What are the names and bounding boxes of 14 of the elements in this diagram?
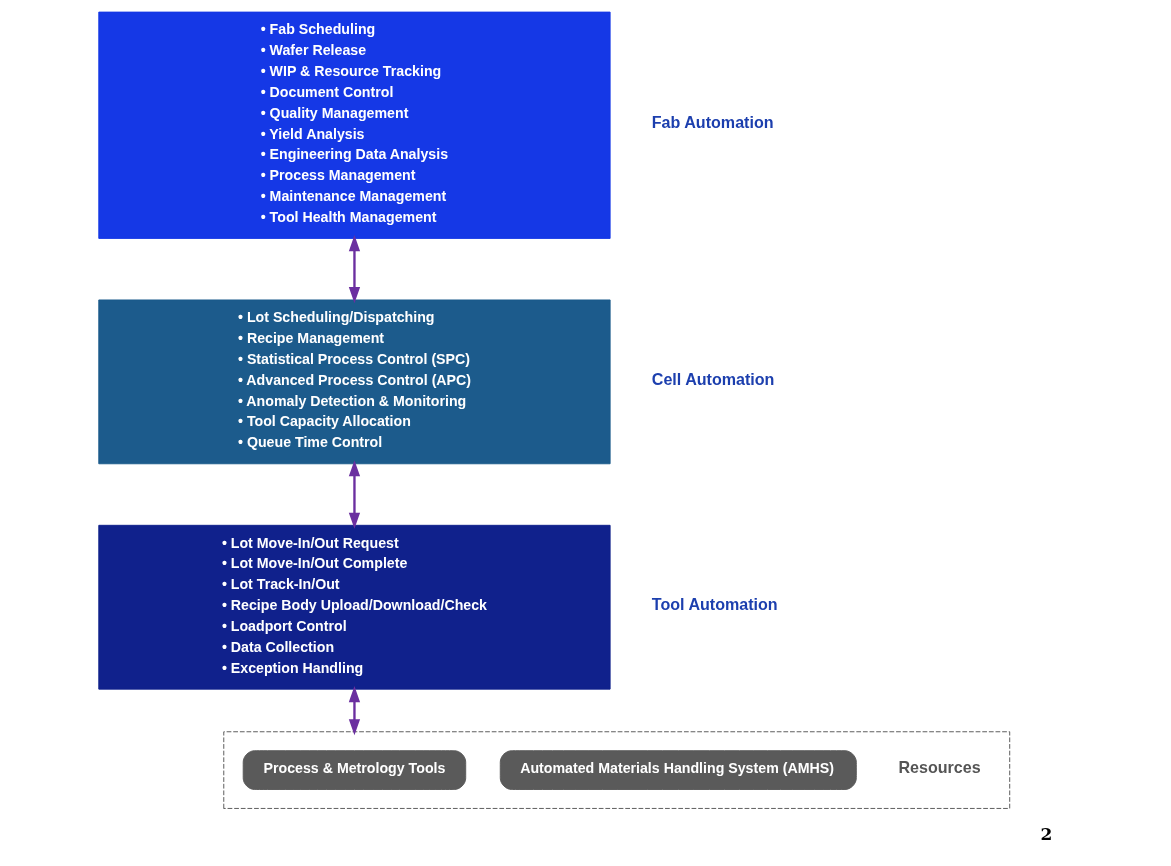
node-box: • Fab Scheduling • Wafer Release • WIP & Resource Tracking • Document Control • Quality Management • Yield Analysis • Engineering Data Analysis • Process Management • Maintenance Management • Tool Health Management xyxy=(98,11,611,239)
cluster xyxy=(223,731,1011,809)
node-box: • Lot Move-In/Out Request • Lot Move-In/Out Complete • Lot Track-In/Out • Recipe Body Upload/Download/Check • Loadport Control • Data Collection • Exception Handling xyxy=(98,524,611,690)
arrow xyxy=(348,235,361,304)
node-label: Resources xyxy=(898,758,981,777)
node-box: Process & Metrology Tools xyxy=(242,750,467,790)
node-label: Fab Automation xyxy=(651,113,774,132)
label: 2 xyxy=(1040,824,1053,845)
node-box: • Lot Scheduling/Dispatching • Recipe Management • Statistical Process Control (SPC) • Advanced Process Control (APC) • Anomaly Detection & Monitoring • Tool Capacity Allocation • Queue Time Control xyxy=(98,299,611,465)
node-label: Cell Automation xyxy=(651,369,775,388)
node-box: Automated Materials Handling System (AMHS) xyxy=(499,750,857,790)
arrow xyxy=(348,460,361,529)
arrow xyxy=(348,686,361,736)
node-label: Tool Automation xyxy=(651,595,778,614)
